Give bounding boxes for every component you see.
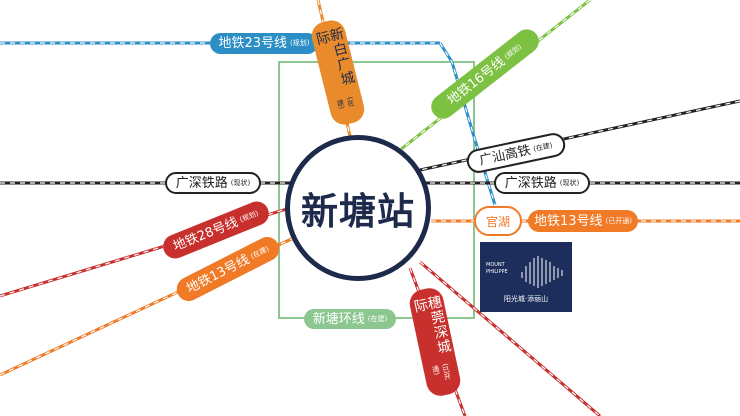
metro23-name: 地铁23号线 — [218, 36, 288, 51]
logo-emblem-icon — [521, 256, 563, 288]
logo-english: MOUNT PHILIPPE — [486, 262, 516, 276]
huanxian-name: 新塘环线 — [312, 311, 365, 327]
metro23-status: (规划) — [290, 39, 310, 47]
logo-en-line1: MOUNT — [486, 262, 505, 268]
metro13-label[interactable]: 地铁13号线 (已开通) — [528, 210, 638, 232]
station-name: 新塘站 — [301, 190, 415, 233]
metro16-status: (规划) — [502, 42, 524, 61]
metro13b-status: (在建) — [249, 244, 271, 261]
guangshen-right-name: 广深铁路 — [504, 175, 557, 191]
guangshen-right-status: (现状) — [559, 178, 580, 187]
guanhu-station[interactable]: 官湖 — [474, 206, 522, 236]
guangshen-left-status: (现状) — [230, 178, 251, 187]
guangshan-status: (在建) — [532, 140, 554, 153]
metro13-name: 地铁13号线 — [533, 213, 603, 229]
guangshen-left-label[interactable]: 广深铁路 (现状) — [165, 172, 261, 194]
logo-en-line2: PHILIPPE — [486, 269, 508, 275]
mount-philippe-logo: MOUNT PHILIPPE 阳光城·添丽山 — [480, 242, 572, 312]
huanxian-label[interactable]: 新塘环线 (在建) — [304, 309, 396, 329]
huanxian-status: (在建) — [367, 314, 388, 323]
xinbai-status: (在建) — [335, 96, 356, 111]
metro23-label[interactable]: 地铁23号线 (规划) — [210, 33, 318, 54]
guangshan-name: 广汕高铁 — [478, 142, 533, 169]
xintang-station[interactable]: 新塘站 — [285, 135, 431, 281]
suiguan-status: (已开通) — [430, 362, 453, 381]
guangshen-left-name: 广深铁路 — [175, 175, 228, 191]
guangshen-right-label[interactable]: 广深铁路 (现状) — [494, 172, 590, 194]
metro28-status: (规划) — [238, 208, 260, 224]
logo-chinese: 阳光城·添丽山 — [503, 295, 549, 303]
metro13-status: (已开通) — [605, 216, 632, 225]
guanhu-name: 官湖 — [485, 214, 510, 229]
